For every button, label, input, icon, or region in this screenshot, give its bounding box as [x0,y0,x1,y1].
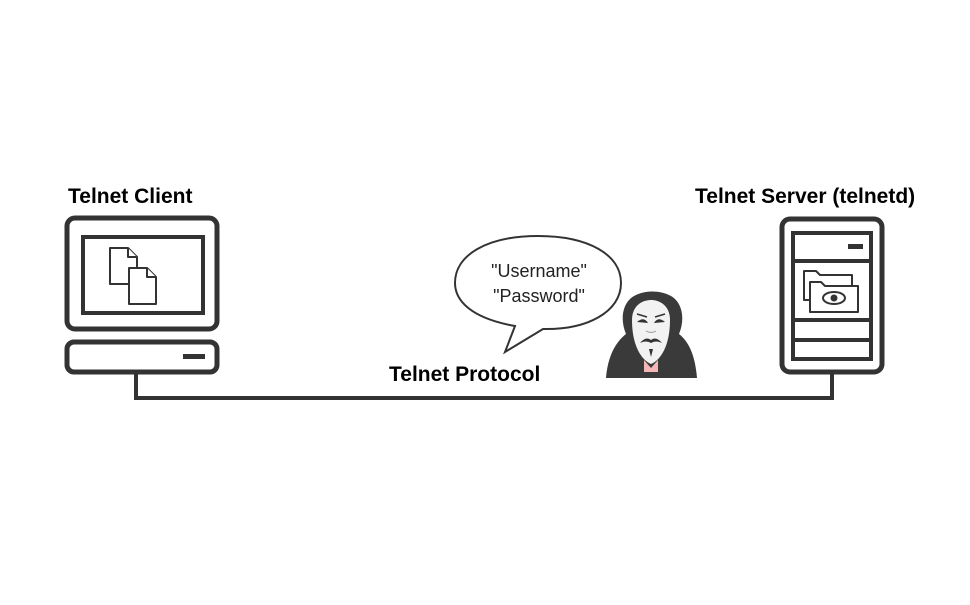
documents-icon [109,247,157,305]
folder-eye-icon [803,270,859,313]
server-label: Telnet Server (telnetd) [695,185,916,208]
connection-line [134,374,834,400]
hooded-hacker-icon [606,291,697,378]
client-label: Telnet Client [68,185,193,208]
speech-bubble [453,234,623,355]
bubble-username-text: "Username" [491,261,587,281]
client-computer-icon [64,215,220,375]
bubble-password-text: "Password" [493,286,585,306]
protocol-label: Telnet Protocol [389,363,541,386]
server-tower-icon [779,216,885,375]
